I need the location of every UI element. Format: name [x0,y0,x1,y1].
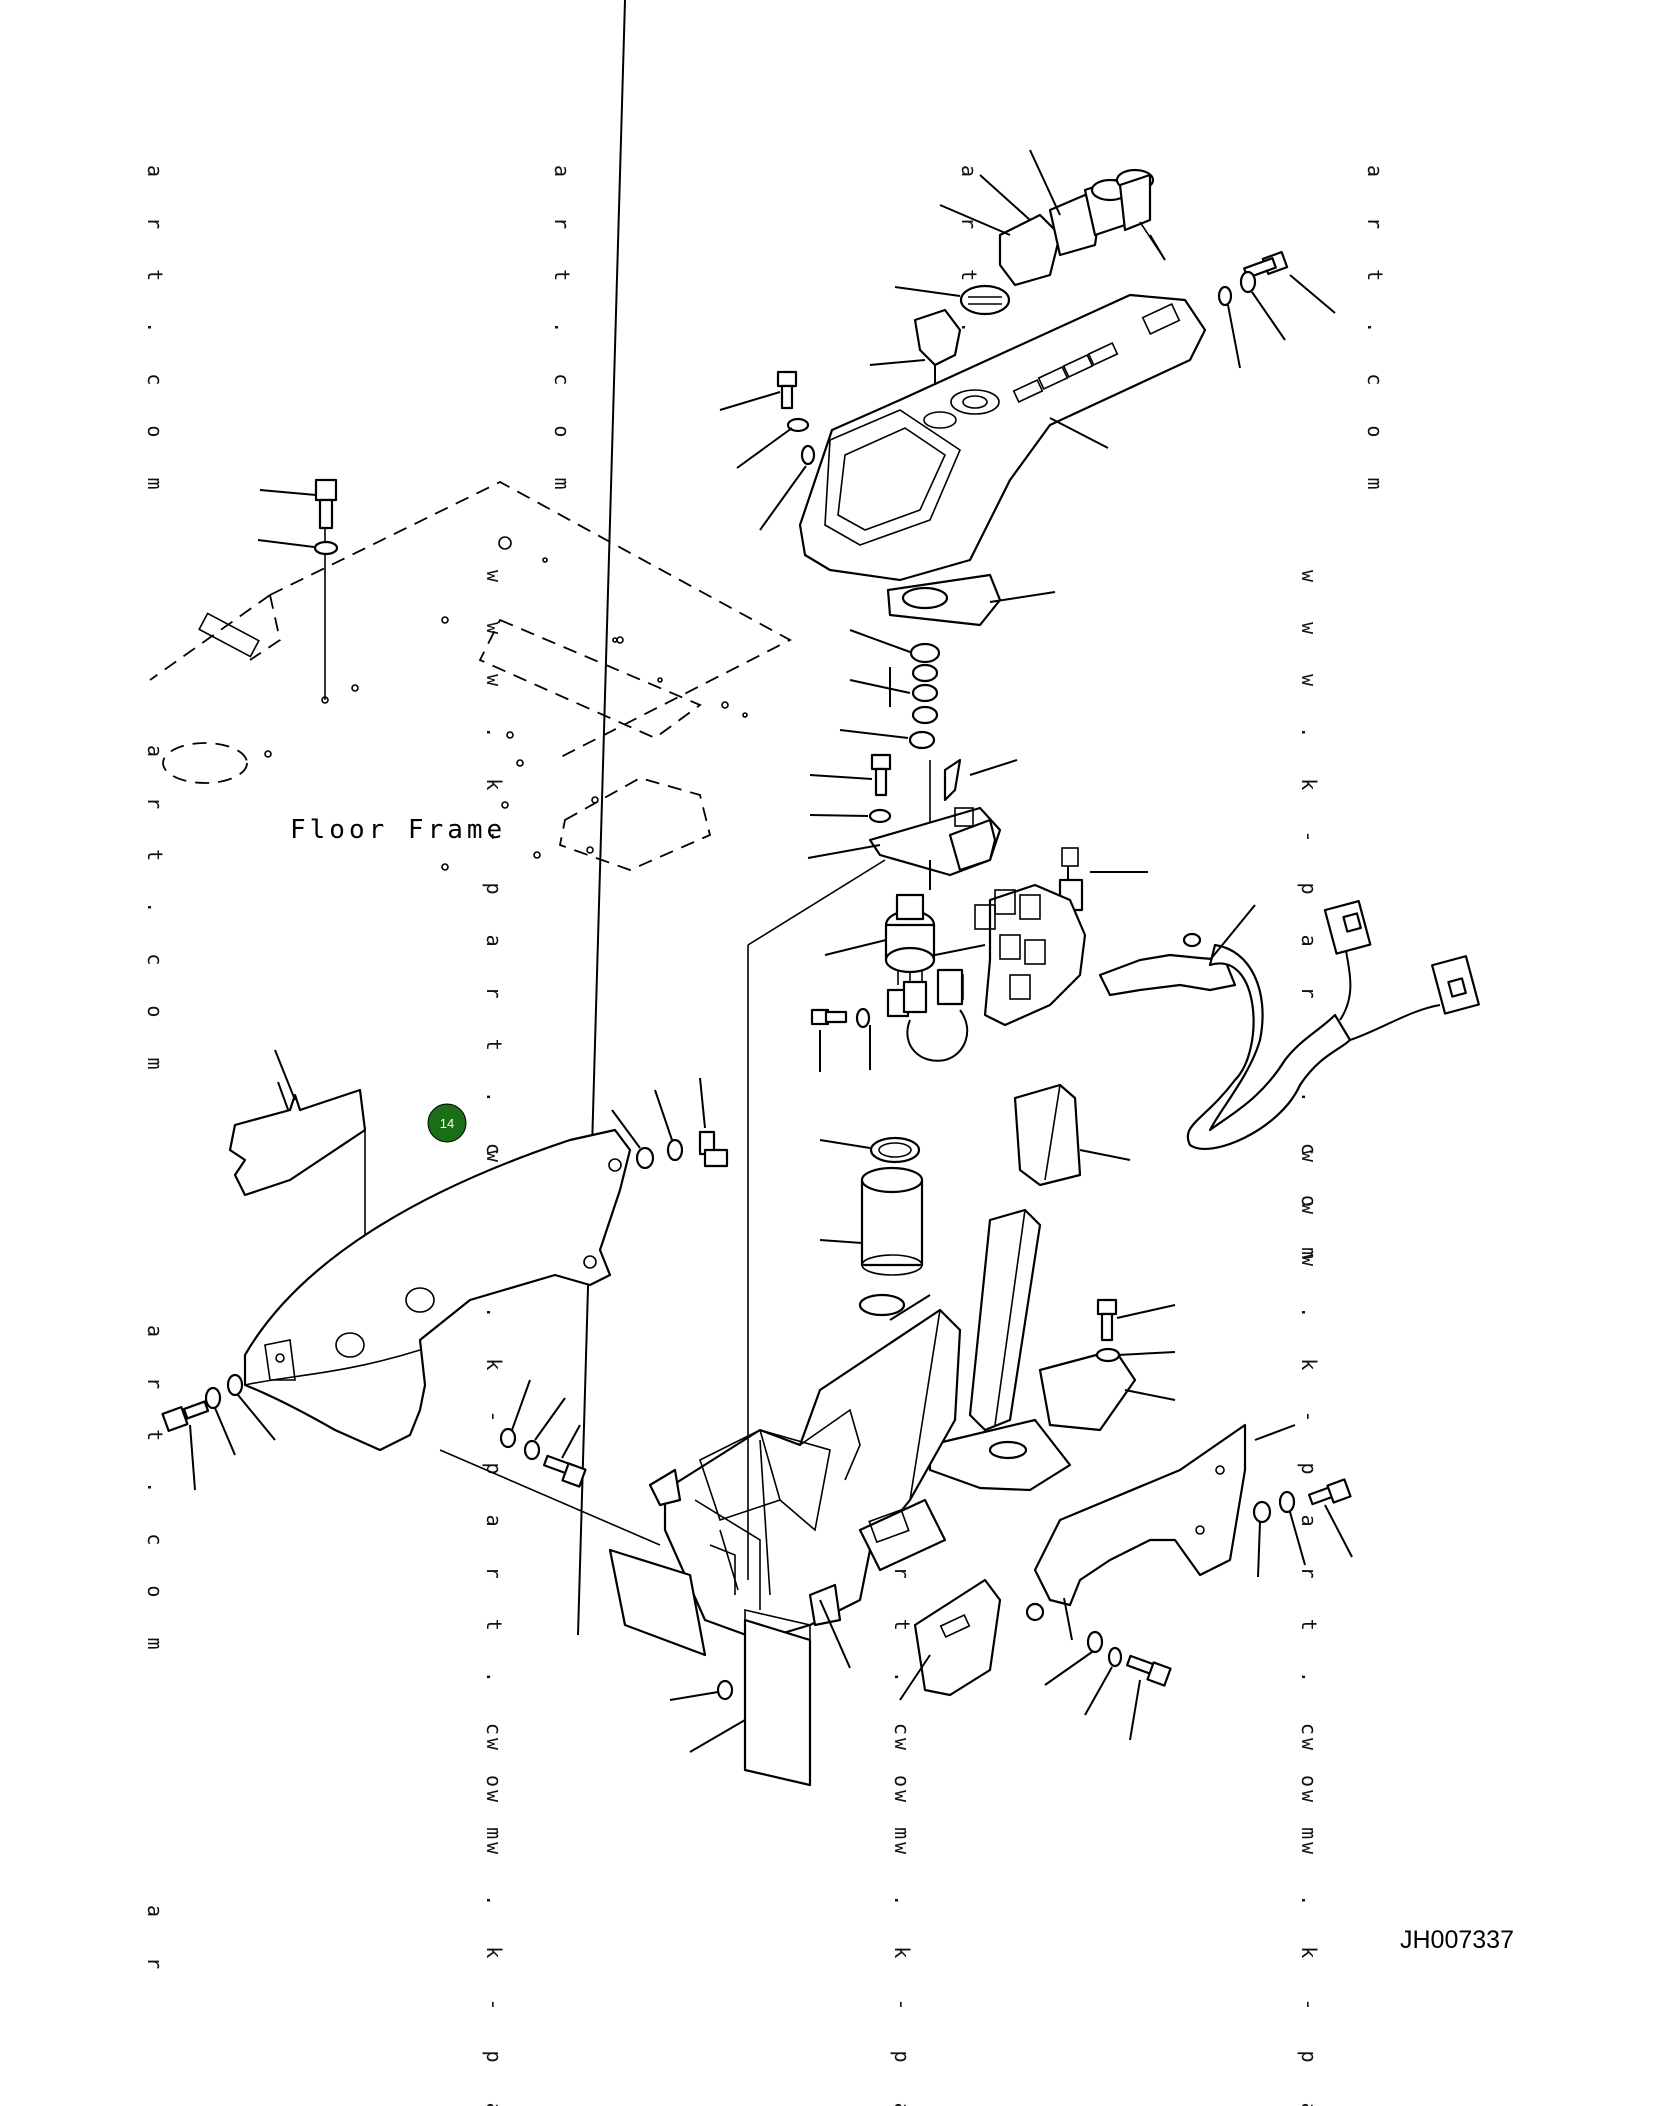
watermark: a r t . c o m [143,1325,167,1664]
watermark: a r [143,1905,167,1983]
side-cover-bolts [1252,1478,1353,1578]
watermark: a r t . c o m [550,165,574,504]
drawing-code: JH007337 [1400,1926,1514,1954]
bottom-left-bolts [161,1373,276,1491]
bracket-bolt [1095,1298,1176,1363]
watermark: w w w . k - p a r [890,1738,914,2106]
side-cover-right [1025,1423,1296,1641]
floor-frame: Floor Frame [149,480,792,871]
watermark: a r t . c o m [143,165,167,504]
watermarks: a r t . c o m a r t . c o m a r t . c o … [143,165,1387,2106]
cover-plates [577,0,851,1787]
left-side-cover [243,1081,632,1452]
lever-housing [928,1208,1176,1492]
gasket-plate [886,573,1056,627]
sleeve [1013,1083,1131,1187]
watermark: w w w . k - p a r t . c o m [1297,570,1321,1273]
ring-stack [839,629,941,830]
starter-switch [824,893,936,988]
knob-cap [894,284,1011,316]
watermark: w w w . k - p a r [482,1738,506,2106]
right-bolts [1217,250,1336,369]
relay-cluster [810,968,969,1072]
cover-mount-bolts [499,1379,587,1488]
watermark: w w w . k - p a r [1297,1738,1321,2106]
wiring-harness [929,818,1480,1150]
main-frame [648,1308,962,1642]
left-cover-bolts [611,1077,729,1170]
callout-14[interactable]: 14 [427,1103,467,1143]
watermark: a r t . c o m [143,745,167,1084]
boot-and-tube [819,1136,931,1321]
watermark: a r t . c o m [1363,165,1387,504]
cover-bolts [719,370,816,531]
left-bracket [228,1049,367,1197]
floor-bolt [257,478,339,556]
switch-cluster [939,149,1166,287]
watermark: w w w . k - p a r t . c o m [482,570,506,1273]
callout-number[interactable]: 14 [440,1116,454,1131]
switch-panel-cover [798,293,1207,582]
lower-panel [899,1578,1002,1701]
leader-lines [364,859,886,1596]
floor-frame-label: Floor Frame [290,815,506,845]
callout-badge[interactable] [427,1103,467,1143]
lower-bolts [1044,1630,1172,1741]
key-switch [869,308,962,385]
